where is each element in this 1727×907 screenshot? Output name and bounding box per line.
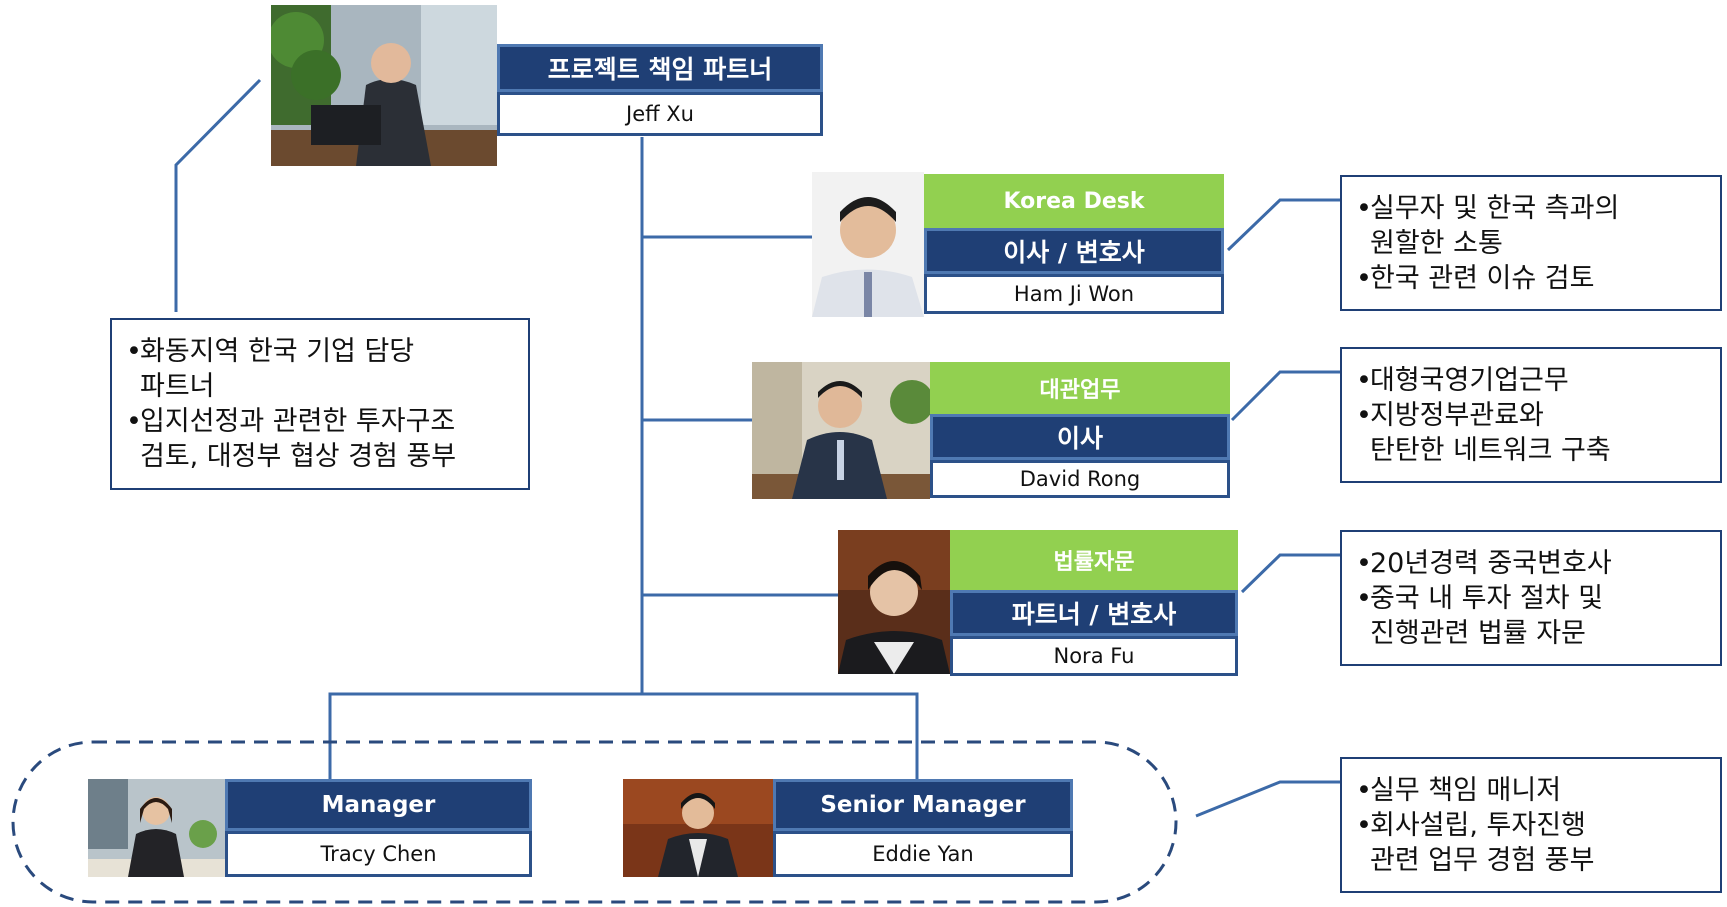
- team-label: Korea Desk: [1003, 188, 1145, 214]
- role-header-manager: Manager: [225, 779, 532, 831]
- note-bullet: •실무자 및 한국 측과의 원할한 소통: [1356, 193, 1620, 259]
- role-header-legal: 파트너 / 변호사: [950, 590, 1238, 636]
- note-text: 지방정부관료와 탄탄한 네트워크 구축: [1370, 400, 1611, 466]
- role-header-korea-desk: 이사 / 변호사: [924, 228, 1224, 274]
- photo-woman-portrait: [838, 530, 950, 674]
- name-label: Eddie Yan: [872, 842, 974, 866]
- note-bullet: •한국 관련 이슈 검토: [1356, 263, 1595, 294]
- role-label: 파트너 / 변호사: [1011, 600, 1177, 629]
- note-bullet: •입지선정과 관련한 투자구조 검토, 대정부 협상 경험 풍부: [126, 406, 457, 472]
- note-text: 실무 책임 매니저: [1370, 775, 1562, 806]
- name-box-david-rong: David Rong: [930, 460, 1230, 498]
- note-text: 중국 내 투자 절차 및 진행관련 법률 자문: [1370, 583, 1604, 649]
- photo-man-at-desk: [752, 362, 930, 499]
- note-text: 20년경력 중국변호사: [1370, 548, 1612, 579]
- role-header-senior-manager: Senior Manager: [773, 779, 1073, 831]
- photo-person-at-laptop: [271, 5, 497, 166]
- team-header-korea-desk: Korea Desk: [924, 174, 1224, 228]
- team-dashed-outline: [11, 740, 1178, 904]
- name-label: Tracy Chen: [320, 842, 437, 866]
- note-managers: •실무 책임 매니저 •회사설립, 투자진행 관련 업무 경험 풍부: [1340, 757, 1722, 893]
- role-label: 프로젝트 책임 파트너: [547, 55, 773, 84]
- note-bullet: •회사설립, 투자진행 관련 업무 경험 풍부: [1356, 810, 1595, 876]
- note-korea-desk: •실무자 및 한국 측과의 원할한 소통 •한국 관련 이슈 검토: [1340, 175, 1722, 311]
- name-box-tracy-chen: Tracy Chen: [225, 831, 532, 877]
- role-label: 이사 / 변호사: [1003, 238, 1145, 267]
- photo-man-portrait: [812, 172, 924, 317]
- role-header-daegwan: 이사: [930, 414, 1230, 460]
- note-text: 화동지역 한국 기업 담당 파트너: [140, 336, 415, 402]
- note-text: 입지선정과 관련한 투자구조 검토, 대정부 협상 경험 풍부: [140, 406, 457, 472]
- role-label: 이사: [1056, 424, 1103, 453]
- team-label: 대관업무: [1039, 378, 1121, 403]
- note-text: 한국 관련 이슈 검토: [1370, 263, 1595, 294]
- name-box-nora-fu: Nora Fu: [950, 636, 1238, 676]
- name-box-jeff-xu: Jeff Xu: [497, 92, 823, 136]
- callout-line-korea-desk: [1226, 198, 1340, 252]
- callout-line-legal: [1240, 553, 1340, 594]
- note-text: 실무자 및 한국 측과의 원할한 소통: [1370, 193, 1620, 259]
- role-header-project-partner: 프로젝트 책임 파트너: [497, 44, 823, 92]
- role-label: Senior Manager: [820, 792, 1026, 818]
- note-daegwan: •대형국영기업근무 •지방정부관료와 탄탄한 네트워크 구축: [1340, 347, 1722, 483]
- note-legal: •20년경력 중국변호사 •중국 내 투자 절차 및 진행관련 법률 자문: [1340, 530, 1722, 666]
- note-bullet: •지방정부관료와 탄탄한 네트워크 구축: [1356, 400, 1611, 466]
- callout-line-jeff: [174, 78, 262, 312]
- name-box-ham-ji-won: Ham Ji Won: [924, 274, 1224, 314]
- name-label: Jeff Xu: [626, 102, 694, 126]
- note-bullet: •20년경력 중국변호사: [1356, 548, 1612, 579]
- role-label: Manager: [321, 792, 436, 818]
- photo-man-suit: [623, 779, 773, 877]
- team-header-legal: 법률자문: [950, 530, 1238, 590]
- name-label: Ham Ji Won: [1013, 282, 1135, 306]
- note-text: 회사설립, 투자진행 관련 업무 경험 풍부: [1370, 810, 1595, 876]
- name-label: David Rong: [1019, 467, 1141, 491]
- team-label: 법률자문: [1053, 550, 1135, 575]
- name-label: Nora Fu: [1053, 644, 1135, 668]
- note-bullet: •화동지역 한국 기업 담당 파트너: [126, 336, 415, 402]
- name-box-eddie-yan: Eddie Yan: [773, 831, 1073, 877]
- note-bullet: •대형국영기업근무: [1356, 365, 1569, 396]
- note-bullet: •중국 내 투자 절차 및 진행관련 법률 자문: [1356, 583, 1604, 649]
- photo-woman-at-desk: [88, 779, 225, 877]
- note-text: 대형국영기업근무: [1370, 365, 1569, 396]
- callout-line-managers: [1195, 780, 1340, 818]
- branch-line-managers: [328, 692, 919, 779]
- callout-line-daegwan: [1230, 370, 1340, 422]
- team-header-daegwan: 대관업무: [930, 362, 1230, 414]
- note-bullet: •실무 책임 매니저: [1356, 775, 1562, 806]
- note-jeff-xu: •화동지역 한국 기업 담당 파트너 •입지선정과 관련한 투자구조 검토, 대…: [110, 318, 530, 490]
